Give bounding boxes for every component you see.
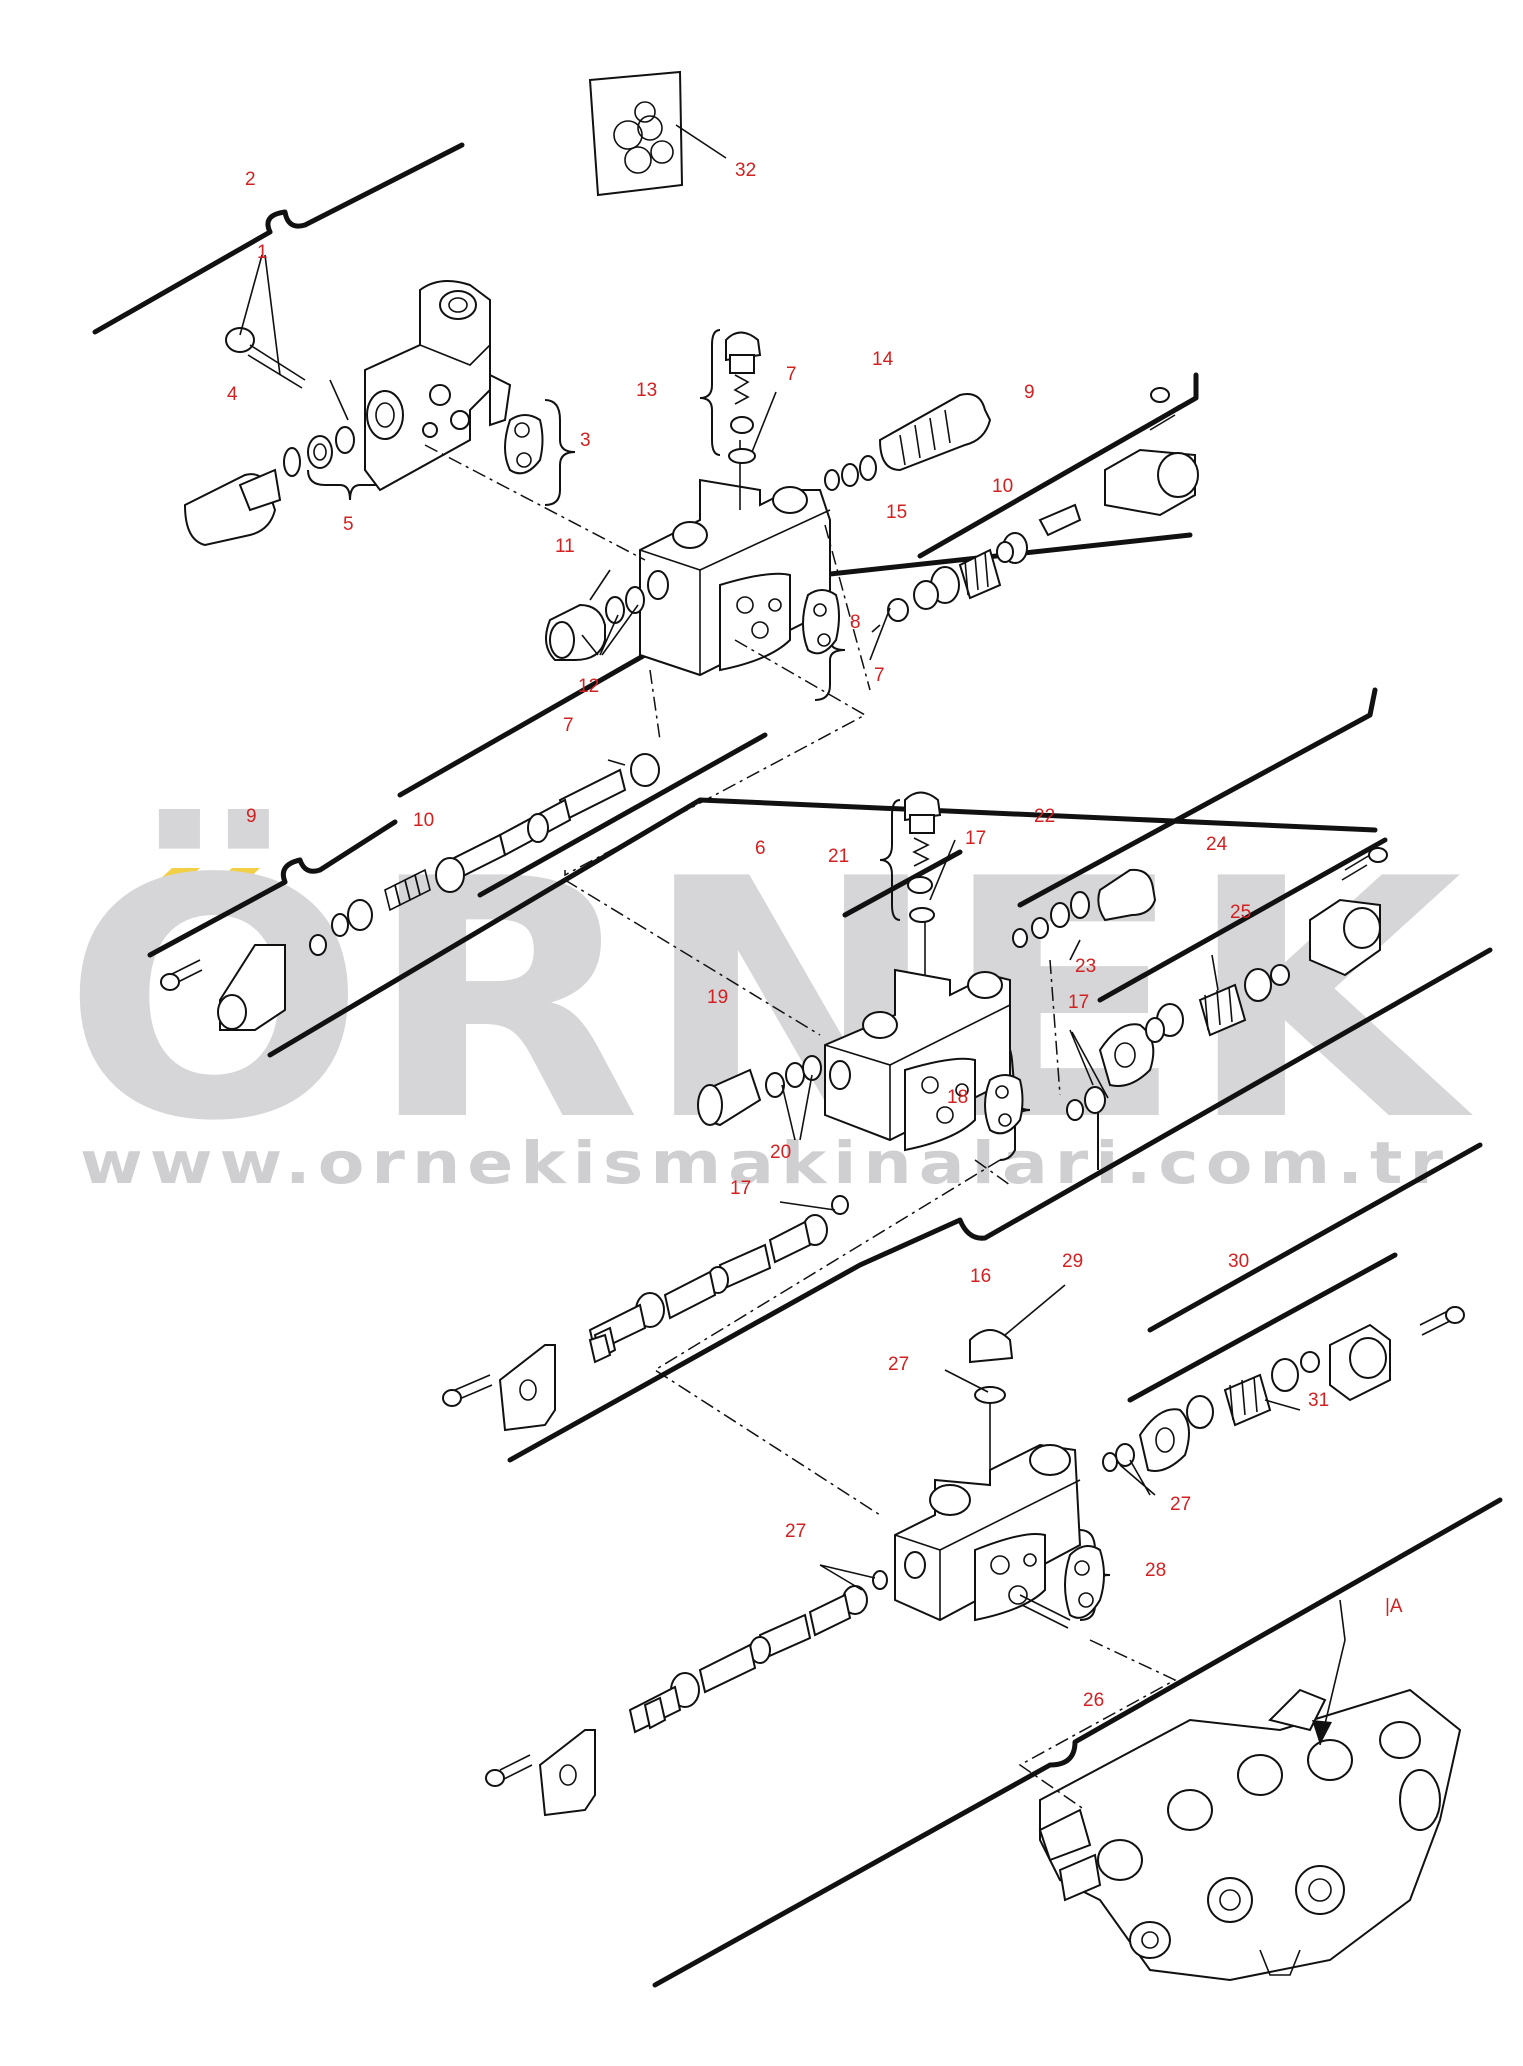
- callout-30: 30: [1228, 1251, 1249, 1272]
- section-block-1: [639, 440, 831, 677]
- inlet-block: [364, 280, 512, 492]
- spool-1: [160, 753, 660, 1031]
- spring-cap-9: [996, 387, 1199, 564]
- spring-10: [887, 548, 1002, 622]
- callout-26: 26: [1083, 1690, 1104, 1711]
- seal-kit-pack: [588, 70, 727, 197]
- watermark-accent-right: [200, 868, 260, 898]
- callout-20: 20: [770, 1142, 791, 1163]
- small-seals-17: [1066, 1017, 1165, 1121]
- callout-7-top: 7: [786, 364, 797, 385]
- callout-8: 8: [850, 612, 861, 633]
- callout-13: 13: [636, 380, 657, 401]
- callout-12: 12: [578, 676, 599, 697]
- callout-10-mid: 10: [413, 810, 434, 831]
- spring-31: [1102, 1351, 1320, 1472]
- gasket-18: [984, 1074, 1024, 1135]
- callout-17-c: 17: [730, 1178, 751, 1199]
- callout-31: 31: [1308, 1390, 1329, 1411]
- plug-29: [969, 1329, 1014, 1404]
- callout-11: 11: [555, 536, 575, 557]
- callout-3: 3: [580, 430, 591, 451]
- callout-9-top: 9: [1024, 382, 1035, 403]
- gasket-3: [504, 414, 544, 475]
- left-plug-11: [545, 586, 645, 661]
- valve-assembly-overview: [1038, 1599, 1462, 1982]
- inlet-bolt: [225, 327, 306, 389]
- outlet-block: [894, 1400, 1082, 1622]
- callout-9-mid: 9: [246, 806, 257, 827]
- spool-2: [442, 1195, 849, 1432]
- callout-16: 16: [970, 1266, 991, 1287]
- callout-5: 5: [343, 514, 354, 535]
- left-plug-19: [697, 1055, 822, 1127]
- callout-10-top: 10: [992, 476, 1013, 497]
- callout-17-b: 17: [1068, 992, 1089, 1013]
- spool-3: [485, 1570, 888, 1817]
- callout-18: 18: [947, 1087, 968, 1108]
- plug-13: [725, 331, 762, 464]
- callout-32: 32: [735, 160, 756, 181]
- small-brackets: [307, 329, 1111, 1621]
- callout-1: 1: [257, 242, 268, 263]
- callout-7-low: 7: [563, 715, 574, 736]
- callout-27-top: 27: [888, 1354, 909, 1375]
- callout-19: 19: [707, 987, 728, 1008]
- alignment-lines: [424, 444, 1177, 1811]
- section-block-2: [824, 920, 1011, 1152]
- callout-22: 22: [1034, 806, 1055, 827]
- spool-plug-22: [1012, 868, 1157, 948]
- plug-21: [904, 791, 942, 923]
- callout-27-right: 27: [1170, 1494, 1191, 1515]
- callout-labels: 2 1 32 4 5 3 13 7 14 9 15 10 11 8 12 7 7…: [227, 160, 1403, 1711]
- callout-25: 25: [1230, 902, 1251, 923]
- callout-17-a: 17: [965, 828, 986, 849]
- relief-plug-4: [183, 426, 355, 547]
- callout-6: 6: [755, 838, 766, 859]
- callout-29: 29: [1062, 1251, 1083, 1272]
- gasket-8: [802, 589, 840, 655]
- spool-plug-14: [824, 393, 992, 491]
- watermark-url: www.ornekismakinalari.com.tr: [80, 1129, 1450, 1197]
- gasket-28: [1019, 1545, 1105, 1629]
- callout-27-left: 27: [785, 1521, 806, 1542]
- spring-cap-30: [1138, 1306, 1465, 1472]
- watermark-accent-left: [140, 868, 200, 898]
- spring-cap-24: [1098, 847, 1388, 1087]
- callout-2: 2: [245, 169, 256, 190]
- callout-A: |A: [1385, 1596, 1403, 1617]
- callout-23: 23: [1075, 956, 1096, 977]
- callout-4: 4: [227, 384, 238, 405]
- callout-7-mid: 7: [874, 665, 885, 686]
- leader-lines: [239, 254, 1301, 1591]
- callout-21: 21: [828, 846, 849, 867]
- callout-28: 28: [1145, 1560, 1166, 1581]
- callout-24: 24: [1206, 834, 1228, 855]
- callout-15: 15: [886, 502, 907, 523]
- callout-14: 14: [872, 349, 894, 370]
